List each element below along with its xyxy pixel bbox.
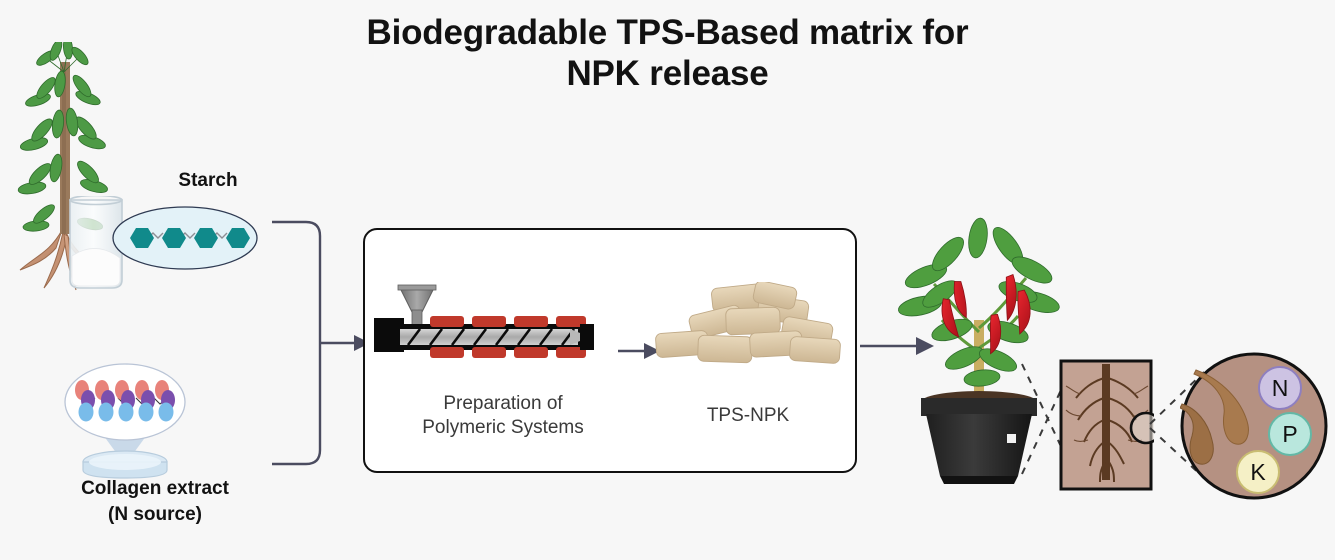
starch-label: Starch — [178, 170, 238, 191]
starch-beaker — [69, 196, 123, 289]
root-branches — [1075, 377, 1139, 483]
page-title: Biodegradable TPS-Based matrix for NPK r… — [0, 12, 1335, 95]
starch-molecule-bubble — [112, 206, 258, 270]
nutrient-n: N — [1258, 366, 1302, 410]
zoom-lens-circle — [1129, 411, 1154, 445]
collagen-peptide-units — [75, 380, 175, 422]
collagen-label-line-1: Collagen extract — [81, 478, 229, 499]
tps-npk-pellets — [655, 282, 841, 364]
extruder-screw — [406, 328, 576, 346]
extruder-heater-bands — [430, 316, 586, 358]
collagen-extract-illustration — [64, 363, 186, 479]
nutrient-n-symbol: N — [1272, 375, 1289, 401]
nutrient-k: K — [1236, 450, 1280, 494]
starch-monomer-units — [130, 228, 250, 248]
cassava-plant-illustration — [17, 42, 108, 291]
nutrient-k-symbol: K — [1250, 459, 1266, 485]
arrow-extruder-to-pellets — [618, 343, 660, 359]
title-line-1: Biodegradable TPS-Based matrix for — [366, 13, 969, 52]
collagen-label-line-2: (N source) — [108, 504, 202, 525]
arrow-process-to-plant — [860, 337, 934, 355]
root-hair-shapes — [1180, 369, 1249, 465]
process-box-label: Preparation of Polymeric Systems — [388, 392, 618, 441]
product-label: TPS-NPK — [706, 405, 790, 426]
nutrient-zoom-circle: N P K — [1180, 352, 1328, 500]
process-label-line-1: Preparation of — [443, 393, 563, 414]
pepper-leaves — [897, 217, 1060, 387]
chili-pepper-plant — [897, 217, 1060, 484]
soil-root-cross-section — [1059, 359, 1154, 491]
plant-pot — [921, 398, 1037, 484]
nutrient-p-symbol: P — [1282, 421, 1297, 447]
inputs-merge-connector — [272, 220, 370, 466]
extruder-illustration — [374, 284, 594, 358]
nutrient-p: P — [1268, 412, 1312, 456]
process-label-line-2: Polymeric Systems — [422, 417, 584, 439]
chili-fruits — [941, 273, 1031, 355]
title-line-2: NPK release — [566, 54, 769, 94]
cassava-leaves — [17, 42, 108, 232]
